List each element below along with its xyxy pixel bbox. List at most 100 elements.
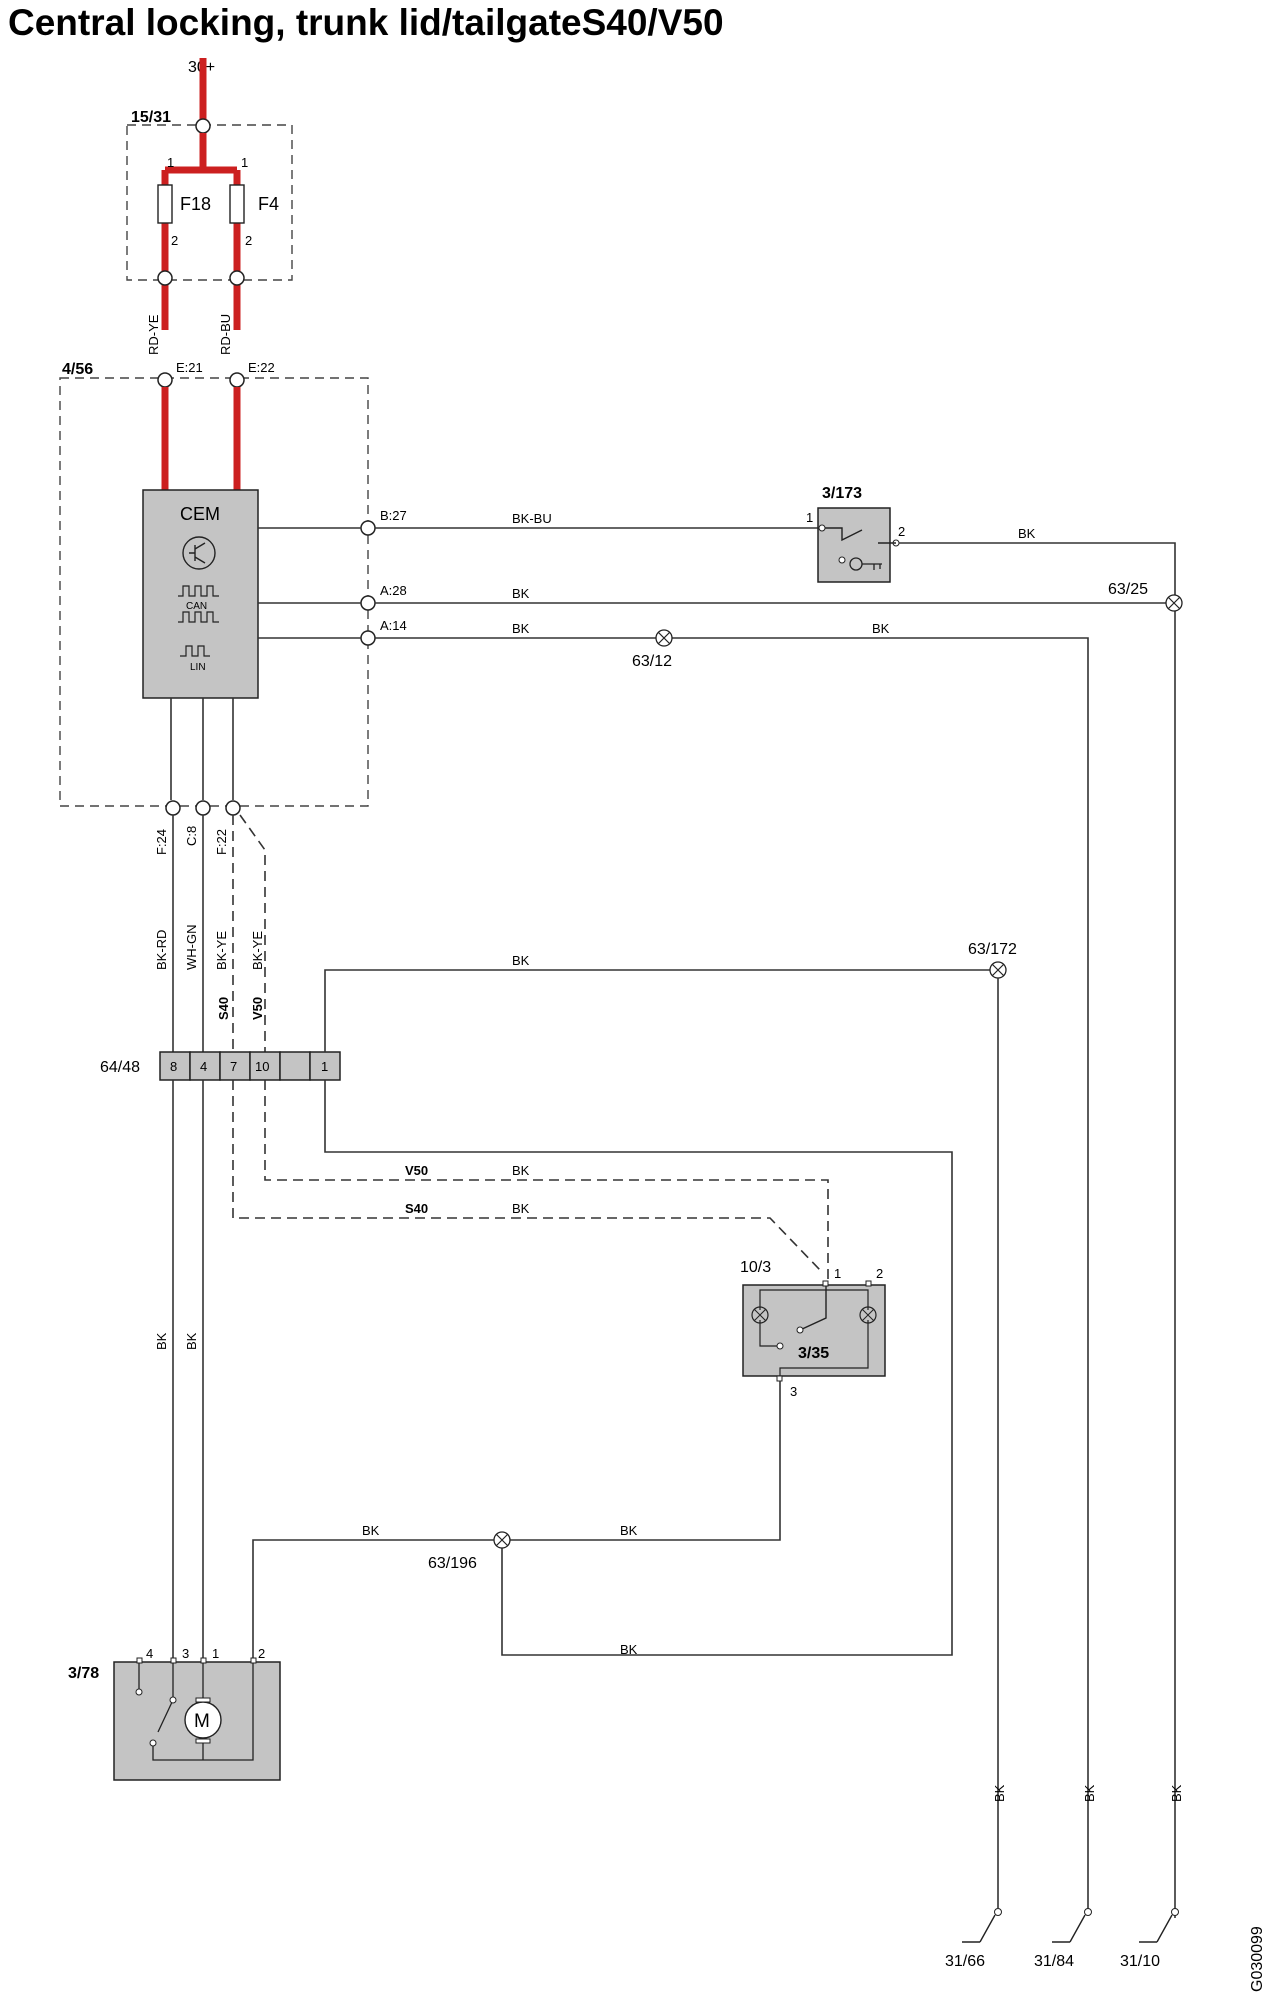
wire-color-bk-13: BK: [992, 1784, 1007, 1802]
switch-3-35-internal: [751, 1280, 877, 1382]
pin-label-f22: F:22: [214, 829, 229, 855]
transistor-icon: [182, 536, 216, 570]
wire-color-bk-rd: BK-RD: [154, 930, 169, 970]
switch-3-173-pin1: 1: [806, 510, 813, 525]
cem-terminal-b27: [360, 520, 376, 536]
wire-s40-to-3-35: [232, 1080, 821, 1271]
cem-name: CEM: [180, 504, 220, 524]
switch-3-173-id: 3/173: [822, 485, 862, 502]
wire-color-bk-bu: BK-BU: [512, 511, 552, 526]
wire-color-bk-9: BK: [620, 1523, 638, 1538]
fuse-f4-label: F4: [258, 194, 279, 214]
switch-3-35-box: [742, 1284, 886, 1377]
pin-label-e22: E:22: [248, 360, 275, 375]
fuse-f4-symbol: [229, 184, 245, 224]
wire-color-bk-12: BK: [184, 1332, 199, 1350]
wire-color-rd-bu: RD-BU: [218, 314, 233, 355]
figure-id: G030099: [1249, 1926, 1266, 1992]
wire-color-bk-ye-2: BK-YE: [250, 931, 265, 970]
ground-point-63-25-label: 63/25: [1108, 581, 1148, 598]
motor-3-78-id: 3/78: [68, 1665, 99, 1682]
connector-pin-8: 8: [170, 1059, 177, 1074]
switch-3-35-pin1: 1: [834, 1266, 841, 1281]
ground-point-63-12-symbol: [655, 629, 673, 647]
lin-signal-icon: [180, 645, 210, 657]
fuse-f18-pin1: 1: [167, 155, 174, 170]
wire-a14-to-31-84: [375, 637, 1089, 1910]
pin-label-c8: C:8: [184, 826, 199, 846]
wire-color-bk-11: BK: [154, 1332, 169, 1350]
cem-terminal-f24: [165, 800, 181, 816]
housing-10-3-id: 10/3: [740, 1259, 771, 1276]
ground-point-63-196-symbol: [493, 1531, 511, 1549]
wire-63-196-to-motor: [252, 1539, 494, 1660]
wire-color-bk-10: BK: [362, 1523, 380, 1538]
wire-color-bk-2: BK: [512, 586, 530, 601]
lin-label: LIN: [190, 662, 206, 673]
motor-internal-wiring: [135, 1657, 257, 1761]
wire-color-bk-7: BK: [512, 1163, 530, 1178]
cem-supply-wires: [161, 387, 241, 490]
cem-terminal-e21: [157, 372, 173, 388]
wire-color-bk-ye-1: BK-YE: [214, 931, 229, 970]
wire-pin1-to-63-172: [324, 969, 990, 1052]
fuse-f18-label: F18: [180, 194, 211, 214]
cem-internal-bottom-wires: [170, 698, 234, 800]
wire-color-bk-6: BK: [620, 1642, 638, 1657]
ground-31-66-symbol: [962, 1908, 1002, 1943]
pin-label-e21: E:21: [176, 360, 203, 375]
wire-3-173-to-31-10: [899, 542, 1176, 1918]
switch-3-173-pin2: 2: [898, 524, 905, 539]
switch-3-35-pin2: 2: [876, 1266, 883, 1281]
variant-s40-label-2: S40: [405, 1201, 428, 1216]
ground-label-31-10: 31/10: [1120, 1953, 1160, 1970]
wire-color-bk-5: BK: [512, 953, 530, 968]
cem-internal-right-wires: [258, 527, 361, 639]
fusebox-output-terminal-1: [157, 270, 173, 286]
fusebox-output-terminal-2: [229, 270, 245, 286]
pin-label-a28: A:28: [380, 583, 407, 598]
ground-point-63-12-label: 63/12: [632, 653, 672, 670]
wire-color-bk-3: BK: [512, 621, 530, 636]
variant-v50-label-2: V50: [405, 1163, 428, 1178]
page-title: Central locking, trunk lid/tailgateS40/V…: [8, 2, 724, 43]
fused-feed-wires: [161, 133, 241, 330]
ground-31-10-symbol: [1139, 1908, 1179, 1943]
motor-pin-1: 1: [212, 1646, 219, 1661]
ground-point-63-172-symbol: [989, 961, 1007, 979]
wire-3-35-to-63-196: [510, 1381, 781, 1541]
wire-color-wh-gn: WH-GN: [184, 925, 199, 971]
motor-symbol: M: [194, 1711, 210, 1732]
cem-terminal-f22: [225, 800, 241, 816]
motor-pin-4: 4: [146, 1646, 153, 1661]
wire-color-bk-15: BK: [1169, 1784, 1184, 1802]
fuse-f18-pin2: 2: [171, 233, 178, 248]
fuse-f4-pin1: 1: [241, 155, 248, 170]
can-signal-icon: [178, 585, 219, 623]
variant-s40-label-1: S40: [216, 997, 231, 1020]
wire-color-bk-14: BK: [1082, 1784, 1097, 1802]
pin-label-b27: B:27: [380, 508, 407, 523]
motor-pin-2: 2: [258, 1646, 265, 1661]
connector-pin-1: 1: [321, 1059, 328, 1074]
motor-pin-3: 3: [182, 1646, 189, 1661]
connector-pin-4: 4: [200, 1059, 207, 1074]
connector-pin-10: 10: [255, 1059, 269, 1074]
wire-color-bk-8: BK: [512, 1201, 530, 1216]
connector-64-48-id: 64/48: [100, 1059, 140, 1076]
switch-3-35-pin3: 3: [790, 1384, 797, 1399]
ground-point-63-172-label: 63/172: [968, 941, 1017, 958]
fuse-f4-pin2: 2: [245, 233, 252, 248]
can-label: CAN: [186, 601, 207, 612]
wire-pin1-to-63-196-loop: [324, 1080, 953, 1656]
ground-point-63-196-label: 63/196: [428, 1555, 477, 1572]
switch-3-173-box: [817, 507, 891, 583]
fuse-f18-symbol: [157, 184, 173, 224]
wire-color-bk-1: BK: [1018, 526, 1036, 541]
cem-enclosure-outline: [59, 377, 369, 807]
ground-label-31-66: 31/66: [945, 1953, 985, 1970]
key-switch-icon: [818, 524, 900, 571]
wire-color-rd-ye: RD-YE: [146, 314, 161, 355]
ground-label-31-84: 31/84: [1034, 1953, 1074, 1970]
